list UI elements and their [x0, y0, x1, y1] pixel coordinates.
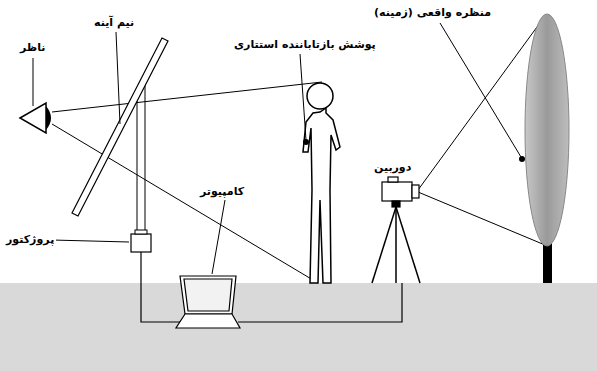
sight-lines — [52, 16, 545, 283]
viewer-label: ناظر — [18, 40, 47, 55]
laptop — [176, 276, 240, 328]
computer-label: کامپیوتر — [198, 184, 246, 199]
viewer-eye — [20, 103, 51, 133]
camera — [382, 177, 419, 207]
leader-lines — [33, 23, 521, 274]
projector — [131, 230, 151, 252]
leader-dots — [303, 139, 525, 162]
camera-label: دوربین — [372, 160, 413, 175]
tripod — [372, 207, 420, 283]
mirror-label: نیم آینه — [92, 15, 136, 30]
real-scene — [525, 14, 569, 283]
half-mirror — [72, 38, 168, 216]
projector-label: پروژکتور — [4, 232, 56, 247]
scene-label: منظره واقعی (زمینه) — [372, 5, 493, 20]
coating-label: پوشش بازتاباننده استتاری — [232, 37, 378, 52]
cable — [141, 252, 402, 322]
ground — [0, 283, 597, 371]
person — [303, 83, 340, 283]
